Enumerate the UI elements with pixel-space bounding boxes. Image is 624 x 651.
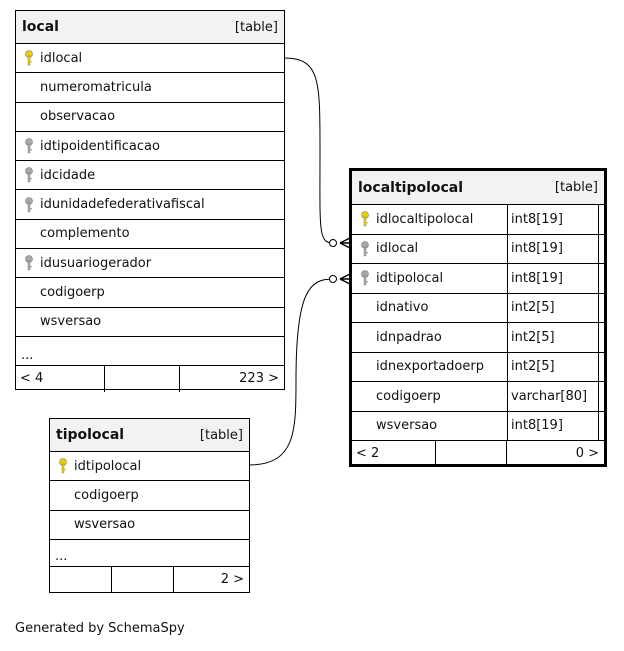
column-name: idnpadrao: [376, 329, 442, 345]
column-type: int8[19]: [507, 205, 599, 234]
column-type: varchar[80]: [507, 382, 599, 411]
column-name: observacao: [40, 109, 116, 125]
column-row[interactable]: codigoerp: [16, 278, 284, 308]
column-name: idnativo: [376, 300, 429, 316]
row-count: 223 >: [239, 371, 279, 387]
relationship-local-to-localtipolocal: [283, 57, 334, 244]
primary-key-icon: [25, 50, 33, 66]
column-row[interactable]: idusuariogerador: [16, 249, 284, 279]
table-type-tag: [table]: [199, 427, 243, 443]
column-row[interactable]: idcidade: [16, 161, 284, 191]
column-row[interactable]: codigoerp: [50, 481, 249, 511]
more-columns-indicator: ...: [50, 540, 249, 567]
relationship-optional-marker: [329, 239, 337, 247]
child-count: [50, 566, 112, 593]
column-row[interactable]: numeromatricula: [16, 73, 284, 103]
column-name: codigoerp: [74, 487, 139, 503]
more-columns-indicator: ...: [16, 337, 284, 366]
foreign-key-icon: [25, 255, 33, 271]
table-header[interactable]: localtipolocal [table]: [352, 171, 604, 205]
column-name: codigoerp: [376, 388, 441, 404]
column-type: int8[19]: [507, 234, 599, 263]
row-count: 2 >: [220, 572, 244, 588]
column-row[interactable]: idnexportadoerp int2[5]: [352, 352, 604, 382]
child-count: < 2: [352, 441, 436, 466]
foreign-key-icon: [361, 270, 369, 286]
column-name: codigoerp: [40, 285, 105, 301]
column-row[interactable]: idunidadefederativafiscal: [16, 190, 284, 220]
table-type-tag: [table]: [554, 180, 598, 195]
footer-middle: [436, 441, 507, 466]
primary-key-icon: [59, 458, 67, 474]
foreign-key-icon: [361, 240, 369, 256]
column-row[interactable]: idlocal: [16, 44, 284, 74]
generated-by-label: Generated by SchemaSpy: [15, 621, 185, 636]
column-row[interactable]: idtipolocal: [50, 452, 249, 482]
column-name: wsversao: [74, 517, 136, 533]
child-count: < 4: [16, 365, 105, 392]
column-type: int2[5]: [507, 323, 599, 352]
column-name: idtipolocal: [376, 270, 444, 286]
column-row[interactable]: wsversao: [16, 308, 284, 337]
table-type-tag: [table]: [234, 19, 278, 35]
column-name: idlocal: [40, 50, 83, 66]
column-name: idtipoidentificacao: [40, 138, 160, 154]
column-type: int2[5]: [507, 293, 599, 322]
column-row[interactable]: wsversao: [50, 511, 249, 540]
column-name: wsversao: [376, 418, 438, 434]
column-row[interactable]: observacao: [16, 103, 284, 132]
table-name: localtipolocal: [358, 179, 464, 196]
relationship-optional-marker: [329, 275, 337, 283]
column-row[interactable]: idnativo int2[5]: [352, 293, 604, 323]
column-name: idunidadefederativafiscal: [40, 197, 205, 213]
row-count: 0 >: [575, 446, 599, 461]
foreign-key-icon: [25, 167, 33, 183]
table-header[interactable]: tipolocal [table]: [50, 419, 249, 452]
column-row[interactable]: idtipoidentificacao: [16, 132, 284, 162]
column-name: numeromatricula: [40, 79, 152, 95]
table-footer: 2 >: [50, 566, 249, 593]
column-name: idlocal: [376, 241, 419, 257]
foreign-key-icon: [25, 138, 33, 154]
table-footer: < 2 0 >: [352, 441, 604, 466]
column-name: idlocaltipolocal: [376, 211, 474, 227]
table-name: tipolocal: [56, 427, 125, 443]
column-row[interactable]: idtipolocal int8[19]: [352, 264, 604, 294]
foreign-key-icon: [25, 196, 33, 212]
column-row[interactable]: idlocal int8[19]: [352, 234, 604, 264]
column-row[interactable]: idlocaltipolocal int8[19]: [352, 205, 604, 235]
column-name: idcidade: [40, 167, 96, 183]
column-type: int8[19]: [507, 411, 599, 440]
column-name: wsversao: [40, 314, 102, 330]
table-local[interactable]: local [table] idlocal numeromatricula obse…: [15, 10, 285, 392]
table-tipolocal[interactable]: tipolocal [table] idtipolocal codigoerp ws…: [49, 418, 250, 593]
footer-middle: [105, 365, 180, 392]
column-row[interactable]: idnpadrao int2[5]: [352, 323, 604, 353]
table-name: local: [22, 19, 59, 35]
column-name: idtipolocal: [74, 458, 142, 474]
column-name: idnexportadoerp: [376, 359, 484, 375]
column-type: int2[5]: [507, 352, 599, 381]
relationship-tipolocal-to-localtipolocal: [248, 278, 334, 466]
primary-key-icon: [361, 211, 369, 227]
column-name: complemento: [40, 226, 130, 242]
column-row[interactable]: codigoerp varchar[80]: [352, 382, 604, 412]
table-footer: < 4 223 >: [16, 365, 284, 392]
column-type: int8[19]: [507, 264, 599, 293]
column-row[interactable]: wsversao int8[19]: [352, 411, 604, 441]
column-name: idusuariogerador: [40, 255, 152, 271]
table-header[interactable]: local [table]: [16, 11, 284, 44]
footer-middle: [112, 566, 174, 593]
column-row[interactable]: complemento: [16, 220, 284, 250]
